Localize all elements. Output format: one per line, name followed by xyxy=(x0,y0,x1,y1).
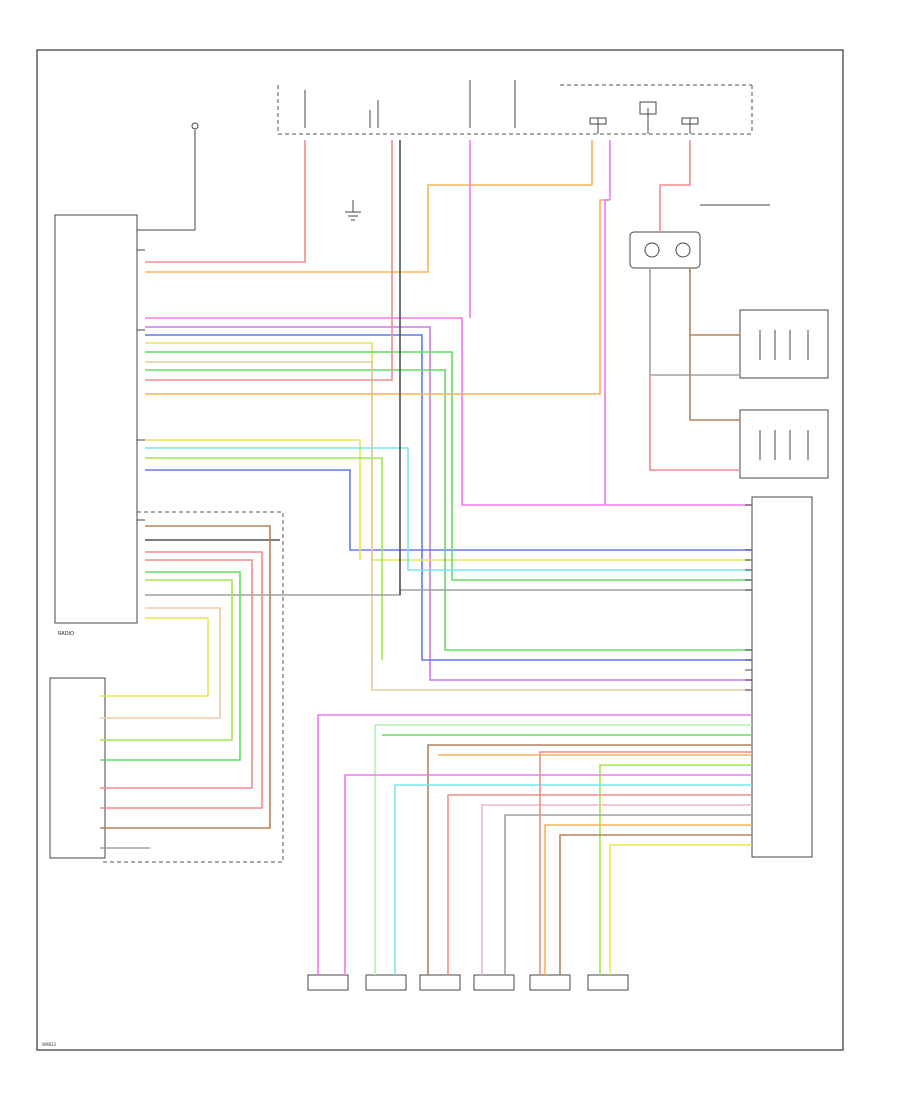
diagram-frame xyxy=(36,49,844,1051)
amplifier-box xyxy=(751,496,813,858)
junction-block-outline xyxy=(277,85,753,135)
radio-inner-pins xyxy=(137,249,145,521)
speaker-1 xyxy=(307,974,349,991)
instrument-cluster-box xyxy=(629,231,701,269)
right-remote-switch-box xyxy=(739,409,829,479)
amplifier-pin-ticks xyxy=(745,504,752,691)
speakers xyxy=(307,974,629,991)
wires xyxy=(100,140,752,975)
footer-code: W9812 xyxy=(42,1042,57,1047)
ground-symbol-top xyxy=(191,122,361,221)
radio-label: RADIO xyxy=(58,631,74,637)
remote-switch-contacts xyxy=(700,204,809,460)
cd-changer-box xyxy=(49,677,106,859)
speaker-4 xyxy=(473,974,515,991)
antenna-lead xyxy=(135,140,196,231)
speaker-5 xyxy=(529,974,571,991)
fuse-symbols xyxy=(304,80,699,134)
cd-wire-dashed-area xyxy=(100,511,284,863)
speaker-2 xyxy=(365,974,407,991)
radio-box xyxy=(54,214,138,624)
speaker-6 xyxy=(587,974,629,991)
speaker-3 xyxy=(419,974,461,991)
left-remote-switch-box xyxy=(739,309,829,379)
